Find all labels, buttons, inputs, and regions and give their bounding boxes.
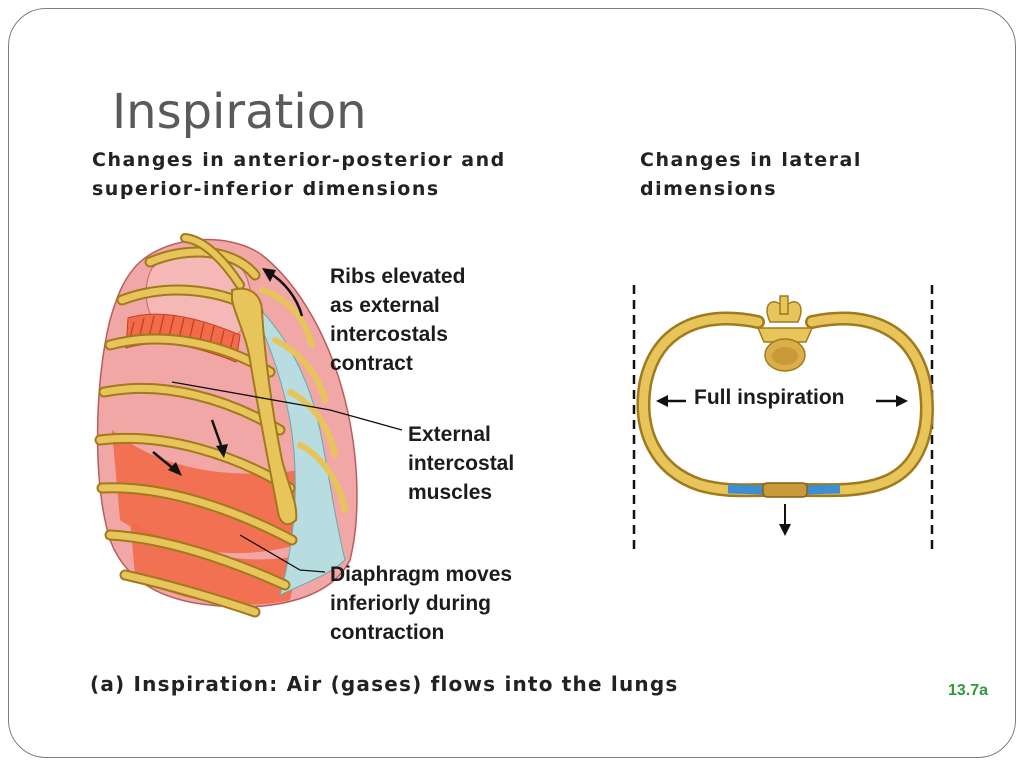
slide-title: Inspiration — [112, 84, 367, 140]
label-ribs-line: Ribs elevated — [330, 265, 466, 288]
lateral-view-illustration — [632, 285, 934, 552]
label-diaphragm-line: Diaphragm moves — [330, 563, 513, 586]
label-intercostal-line: External — [408, 423, 491, 446]
sternum-section — [762, 482, 808, 498]
leader-intercostal — [171, 381, 403, 431]
full-inspiration-label: Full inspiration — [694, 386, 845, 409]
left-header-line2: superior-inferior dimensions — [92, 178, 440, 200]
figure-caption: (a) Inspiration: Air (gases) flows into … — [90, 672, 679, 696]
label-diaphragm-line: contraction — [330, 621, 445, 644]
rib-cage-illustration — [94, 233, 403, 618]
label-intercostal-line: muscles — [408, 481, 493, 504]
arrow-rib-down — [210, 419, 224, 449]
label-external-intercostal: External intercostal muscles — [408, 420, 514, 507]
vertebra — [756, 295, 814, 372]
posterior-ribs — [259, 287, 348, 513]
label-diaphragm: Diaphragm moves inferiorly during contra… — [330, 560, 512, 647]
leader-diaphragm — [239, 534, 326, 573]
label-ribs-line: intercostals — [330, 323, 448, 346]
label-ribs-line: contract — [330, 352, 413, 375]
costal-cartilage — [249, 299, 346, 596]
right-panel-header: Changes in lateral dimensions — [640, 146, 862, 204]
left-panel-header: Changes in anterior-posterior and superi… — [92, 146, 506, 204]
right-header-line1: Changes in lateral — [640, 149, 862, 171]
left-header-line1: Changes in anterior-posterior and — [92, 149, 506, 171]
label-intercostal-line: intercostal — [408, 452, 515, 475]
cartilage-right — [804, 484, 841, 495]
cartilage-left — [727, 484, 766, 495]
label-ribs-elevated: Ribs elevated as external intercostals c… — [330, 262, 465, 378]
sternum — [231, 287, 298, 526]
label-diaphragm-line: inferiorly during — [330, 592, 492, 615]
figure-number: 13.7a — [948, 682, 989, 699]
right-header-line2: dimensions — [640, 178, 778, 200]
label-ribs-line: as external — [330, 294, 440, 317]
